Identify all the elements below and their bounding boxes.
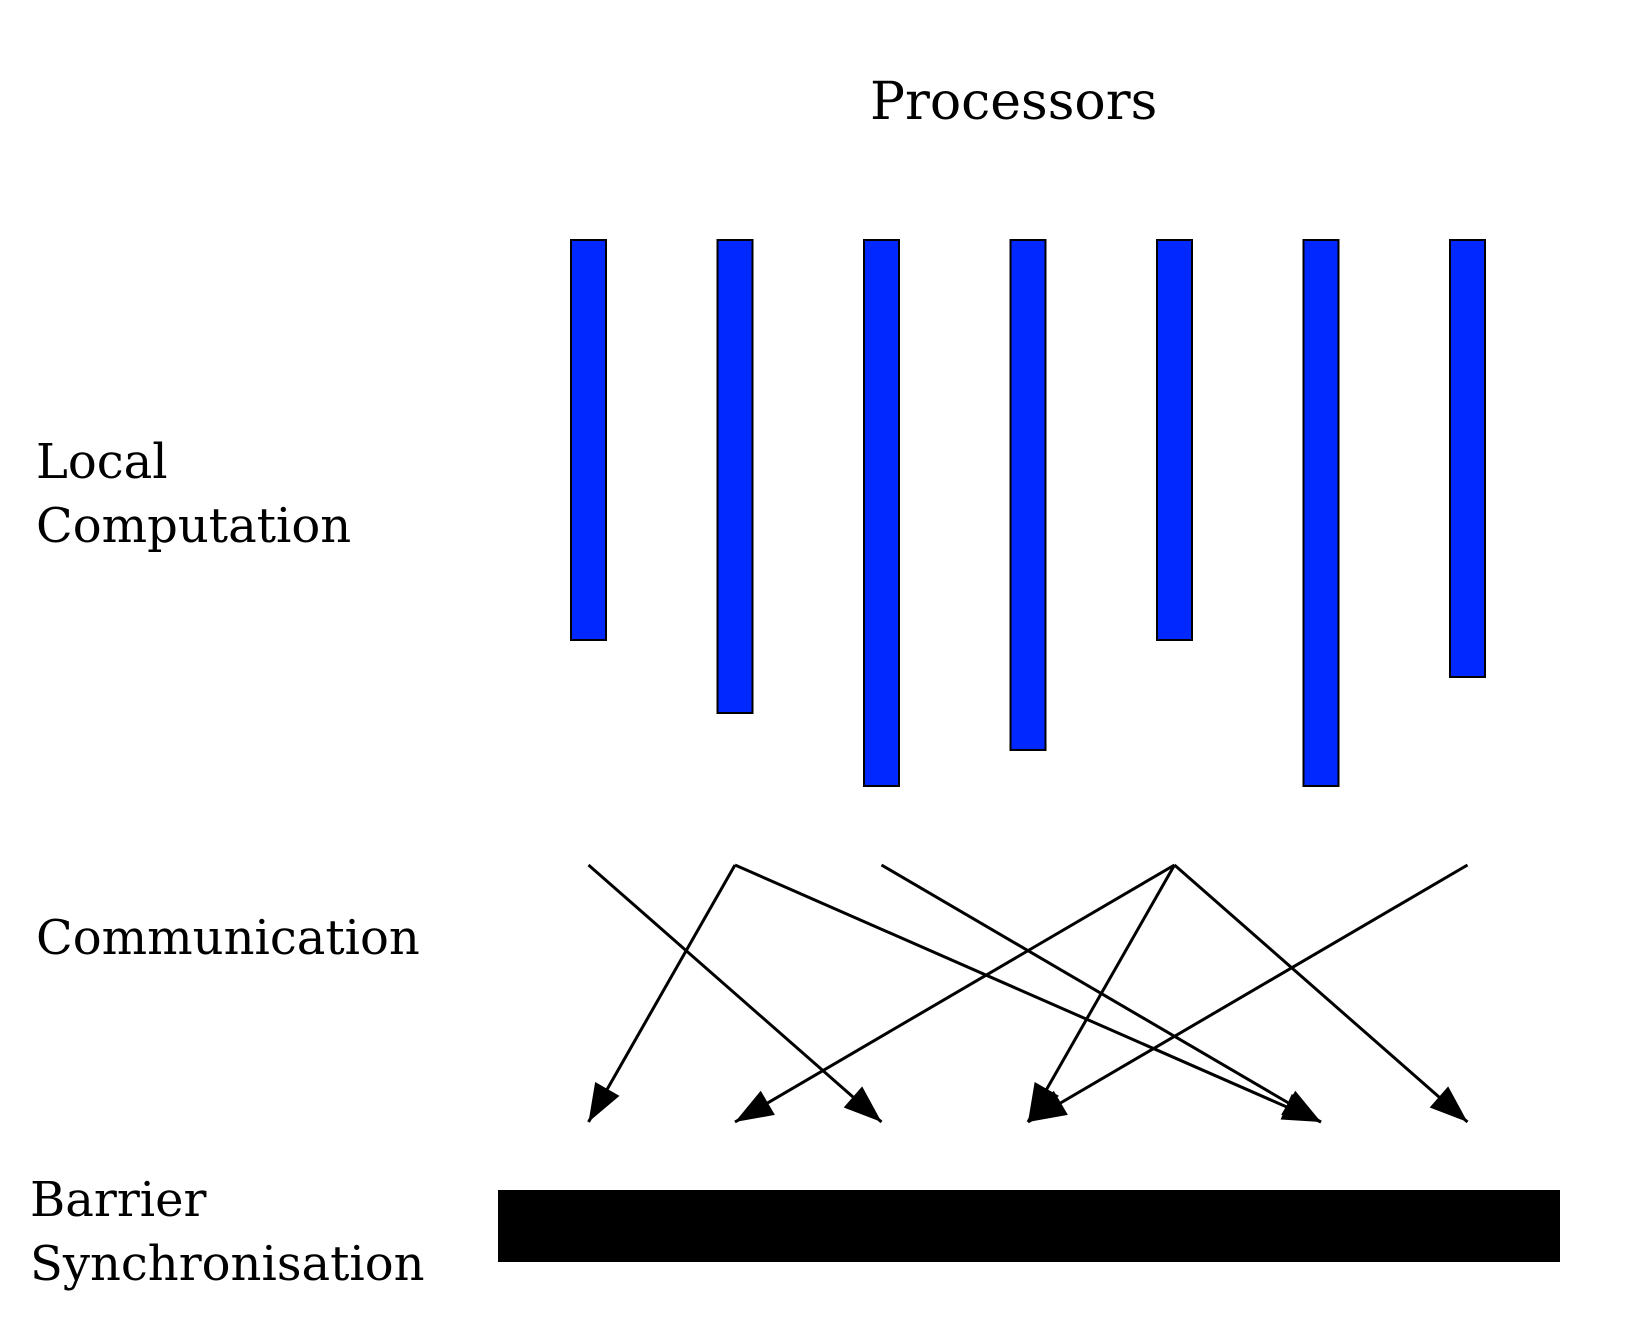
diagram-title: Processors	[870, 72, 1158, 132]
arrowhead-5-to-7	[1429, 1086, 1468, 1122]
local-computation-label-line2: Computation	[36, 498, 352, 554]
processor-bars	[570, 239, 1486, 787]
message-arrow-2-to-1	[587, 864, 737, 1123]
processor-bar-7	[1449, 239, 1486, 678]
communication-arrows	[587, 863, 1469, 1124]
arrowhead-7-to-4	[1028, 1090, 1068, 1122]
barrier-synchronisation-label: Barrier Synchronisation	[30, 1168, 425, 1296]
arrowhead-1-to-3	[843, 1086, 882, 1122]
local-computation-label-line1: Local	[36, 434, 168, 490]
processor-bar-4	[1009, 239, 1047, 751]
processor-bar-6	[1302, 239, 1340, 787]
communication-label: Communication	[36, 910, 420, 966]
arrowhead-2-to-1	[588, 1082, 620, 1122]
barrier-label-line2: Synchronisation	[30, 1236, 425, 1292]
message-arrow-2-to-6	[734, 863, 1322, 1124]
barrier-bar	[498, 1190, 1560, 1262]
message-arrow-5-to-2	[734, 863, 1176, 1124]
arrowhead-5-to-4	[1028, 1082, 1059, 1122]
arrowhead-3-to-6	[1281, 1090, 1321, 1122]
processor-bar-5	[1156, 239, 1193, 641]
local-computation-label: Local Computation	[36, 430, 351, 558]
barrier-label-line1: Barrier	[30, 1172, 207, 1228]
arrowhead-5-to-2	[735, 1090, 775, 1122]
processor-bar-3	[863, 239, 900, 787]
message-arrow-7-to-4	[1027, 863, 1469, 1124]
processor-bar-2	[716, 239, 754, 714]
message-arrow-1-to-3	[587, 863, 883, 1124]
processor-bar-1	[570, 239, 607, 641]
message-arrow-5-to-4	[1026, 864, 1176, 1123]
message-arrow-5-to-7	[1173, 863, 1469, 1124]
